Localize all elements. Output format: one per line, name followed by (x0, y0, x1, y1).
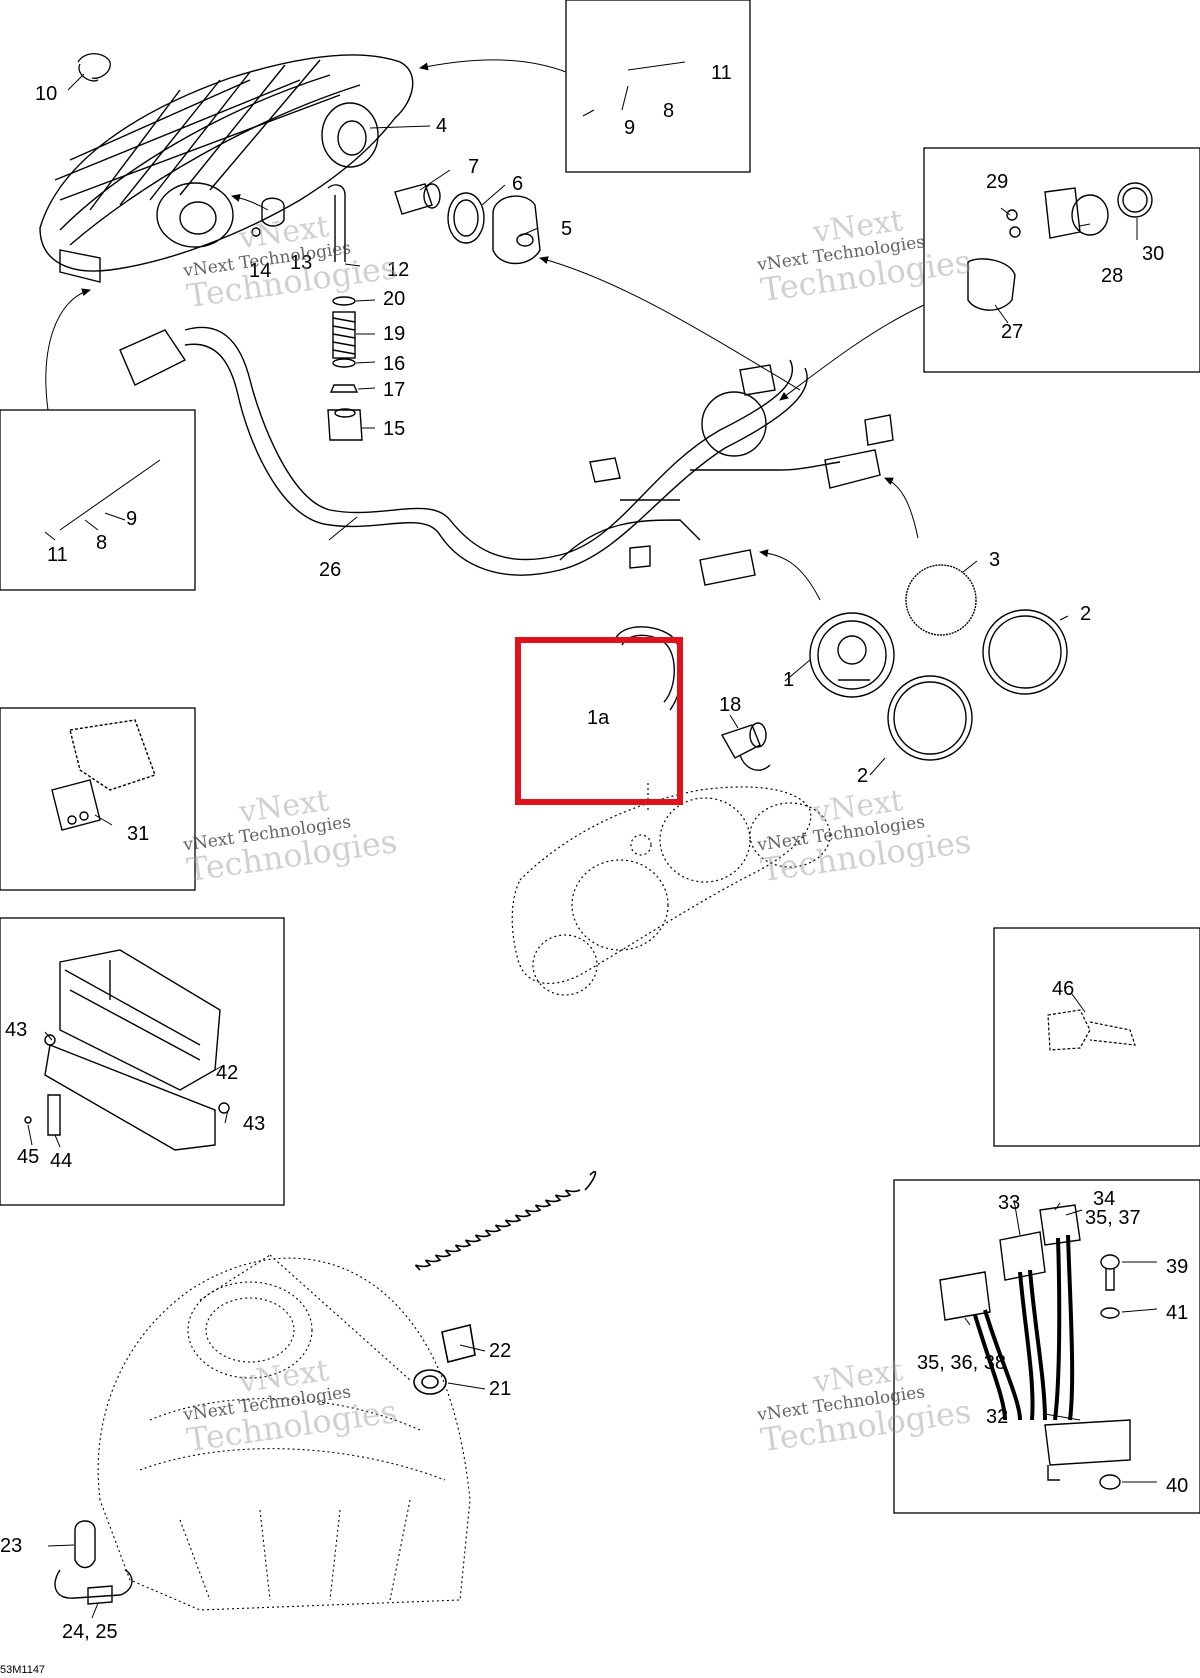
inset-box-relay (923, 147, 1200, 373)
callout-39: 39 (1166, 1256, 1189, 1278)
connector-31 (51, 719, 156, 831)
switch-23 (54, 1520, 133, 1605)
inset-box-regulator (893, 1179, 1200, 1514)
bracket (24, 949, 230, 1151)
callout-42: 42 (216, 1062, 239, 1084)
inset-box-fasteners-top (565, 0, 751, 173)
sensor-46 (1047, 1009, 1136, 1051)
callout-32: 32 (986, 1406, 1009, 1428)
callout-19: 19 (383, 323, 406, 345)
callout-23: 23 (0, 1535, 23, 1557)
callout-13: 13 (290, 252, 313, 274)
highlight-box (515, 637, 683, 805)
callout-7: 7 (468, 156, 480, 178)
callout-9-top: 9 (624, 117, 636, 139)
callout-15: 15 (383, 418, 406, 440)
document-code: 53M1147 (0, 1664, 46, 1676)
callout-31: 31 (127, 823, 150, 845)
callout-8-top: 8 (663, 100, 675, 122)
callout-29: 29 (986, 171, 1009, 193)
callout-10: 10 (35, 83, 58, 105)
callout-24-25: 24, 25 (62, 1621, 118, 1643)
gauge-parts (809, 564, 1068, 761)
callout-16: 16 (383, 353, 406, 375)
callout-45: 45 (17, 1146, 40, 1168)
callout-40: 40 (1166, 1475, 1189, 1497)
callout-35-36-38: 35, 36, 38 (917, 1352, 1006, 1374)
callout-20: 20 (383, 288, 406, 310)
callout-11-left: 11 (47, 544, 68, 566)
callout-28: 28 (1101, 265, 1124, 287)
callout-22: 22 (489, 1340, 512, 1362)
callout-30: 30 (1142, 243, 1165, 265)
regulator-parts (939, 1204, 1131, 1490)
relay-parts (967, 182, 1153, 311)
callout-27: 27 (1001, 321, 1024, 343)
callout-3: 3 (989, 549, 1001, 571)
callout-21: 21 (489, 1378, 512, 1400)
callout-4: 4 (436, 115, 448, 137)
inset-box-bracket (0, 917, 285, 1206)
callout-1: 1 (783, 669, 795, 691)
callout-2-top: 2 (1080, 603, 1092, 625)
callout-34: 34 (1093, 1188, 1116, 1210)
callout-44: 44 (50, 1150, 73, 1172)
clip (77, 53, 111, 82)
callout-35-37: 35, 37 (1085, 1207, 1141, 1229)
callout-26: 26 (319, 559, 342, 581)
inset-box-sensor (993, 927, 1200, 1147)
callout-43-right: 43 (243, 1113, 266, 1135)
callout-41: 41 (1166, 1302, 1189, 1324)
callout-11-top: 11 (711, 62, 732, 84)
callout-1a: 1a (587, 707, 610, 729)
inset-box-fasteners-left (0, 409, 196, 591)
assembly-arrows (45, 59, 925, 601)
wiring-harness (119, 326, 894, 586)
dashboard-panel (511, 780, 831, 996)
callout-6: 6 (512, 173, 524, 195)
callout-8-left: 8 (96, 532, 108, 554)
inset-box-connector (0, 707, 196, 891)
callout-14: 14 (249, 260, 272, 282)
callout-5: 5 (561, 218, 573, 240)
callout-18: 18 (719, 694, 742, 716)
callout-46: 46 (1052, 978, 1075, 1000)
console-panel (97, 1254, 471, 1611)
key-switch (720, 722, 771, 771)
bulb-socket-parts (251, 183, 541, 265)
leader-lines (27, 61, 1158, 1619)
mount-stack (327, 184, 363, 441)
callout-2-bottom: 2 (857, 765, 869, 787)
callout-17: 17 (383, 379, 406, 401)
callout-9-left: 9 (126, 508, 138, 530)
callout-33: 33 (998, 1192, 1021, 1214)
headlamp-housing (39, 54, 414, 283)
callout-43-left: 43 (5, 1019, 28, 1041)
callout-12: 12 (387, 259, 410, 281)
tether-cord (413, 1170, 597, 1395)
